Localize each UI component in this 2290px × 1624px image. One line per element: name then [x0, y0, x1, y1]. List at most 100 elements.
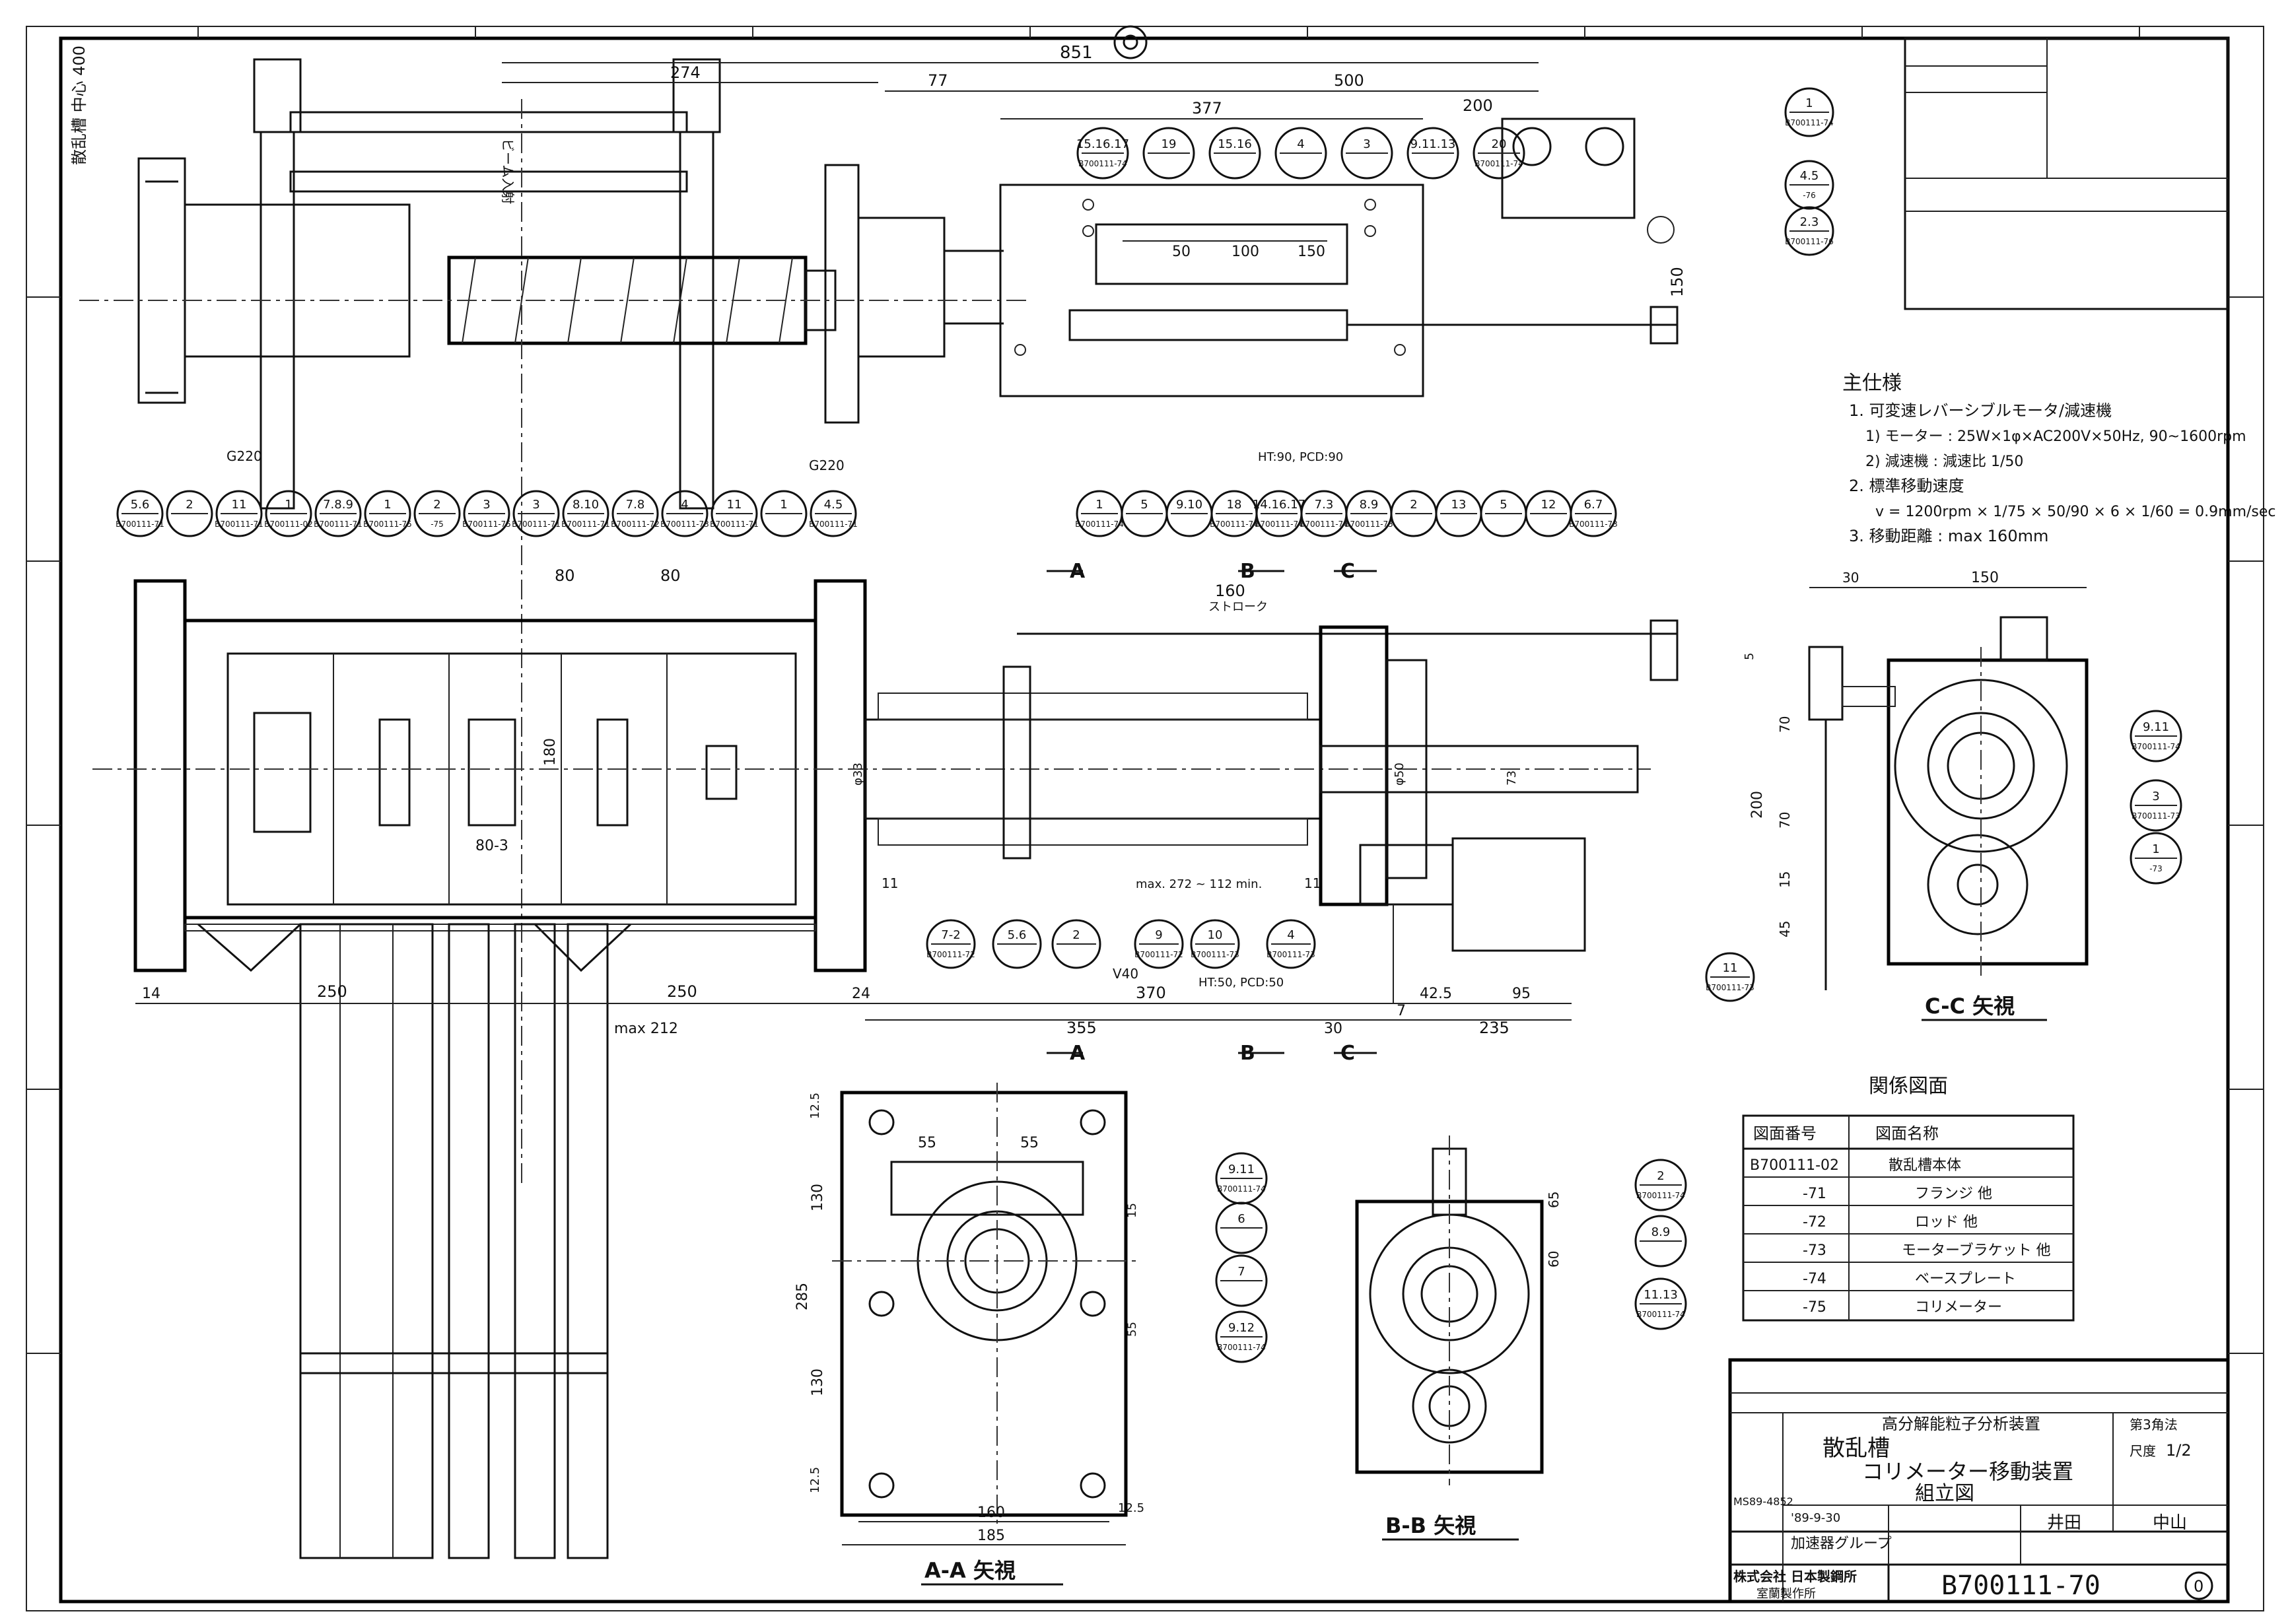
part-balloon-circle — [314, 490, 362, 537]
dim-500: 500 — [1334, 71, 1364, 90]
part-balloon-circle — [711, 490, 758, 537]
lower-frame-view — [299, 923, 609, 1559]
scale-ticks: 50 100 150 — [1172, 244, 1325, 260]
part-balloon-number: 18 — [1227, 498, 1242, 512]
part-balloon-drawing-ref: B700111-72 — [926, 950, 975, 959]
related-row-name: モーターブラケット 他 — [1902, 1242, 2051, 1259]
aa-dim-130-a: 130 — [810, 1184, 826, 1211]
section-mark-b-bottom: B — [1240, 1042, 1255, 1065]
dim-7: 7 — [1397, 1003, 1406, 1019]
part-balloon-number: 1 — [780, 498, 787, 512]
part-balloon-circle — [760, 490, 808, 537]
related-row-number: -75 — [1803, 1299, 1826, 1316]
part-balloon-drawing-ref: B700111-73 — [2132, 811, 2180, 821]
related-row-number: -71 — [1803, 1186, 1826, 1202]
part-balloon-number: 9.12 — [1228, 1321, 1255, 1335]
col-header-name: 図面名称 — [1875, 1124, 1939, 1143]
view-titles: A-A 矢視 B-B 矢視 C-C 矢視 — [921, 994, 2047, 1586]
part-balloon-number: 6.7 — [1584, 498, 1603, 512]
related-row-number: -72 — [1803, 1214, 1826, 1231]
part-balloon-drawing-ref: B700111-73 — [1569, 520, 1618, 529]
related-row-name: ロッド 他 — [1915, 1214, 1978, 1231]
part-balloon-drawing-ref: B700111-73 — [1706, 983, 1754, 992]
aa-dim-12-5-c: 12.5 — [1118, 1501, 1144, 1515]
title-group: 加速器グループ — [1791, 1536, 1892, 1552]
title-scale-label: 尺度 — [2130, 1443, 2156, 1459]
part-balloon-drawing-ref: B700111-71 — [116, 520, 164, 529]
aa-dim-285: 285 — [794, 1283, 811, 1310]
part-balloon-drawing-ref: B700111-71 — [561, 520, 610, 529]
part-balloon-number: 3 — [483, 498, 490, 512]
part-balloon-number: 11.13 — [1644, 1288, 1678, 1302]
part-balloon-circle — [611, 490, 659, 537]
part-balloon-circle — [1784, 206, 1834, 256]
part-balloon-number: 4 — [681, 498, 688, 512]
part-balloon-drawing-ref: B700111-74 — [1210, 520, 1259, 529]
aa-dim-185: 185 — [977, 1528, 1005, 1544]
part-balloon-drawing-ref: -73 — [2149, 864, 2163, 873]
aa-dim-55-a: 55 — [918, 1135, 936, 1151]
dim-d50: φ50 — [1393, 762, 1406, 786]
aa-dim-130-b: 130 — [810, 1369, 826, 1396]
part-balloon-circle — [1634, 1159, 1687, 1211]
dim-355: 355 — [1066, 1019, 1097, 1037]
dim-274: 274 — [670, 63, 701, 82]
part-balloon-number: 15.16.17 — [1076, 137, 1129, 151]
section-mark-c-top: C — [1340, 560, 1355, 583]
title-scale: 1/2 — [2166, 1441, 2192, 1460]
company-name: 株式会社 日本製鋼所 — [1733, 1569, 1857, 1584]
part-balloon-drawing-ref: B700111-71 — [710, 520, 759, 529]
cc-dim-70-a: 70 — [1777, 716, 1793, 733]
part-balloon-circle — [562, 490, 609, 537]
part-balloon-number: 19 — [1162, 137, 1177, 151]
part-balloon-number: 3 — [2152, 790, 2159, 803]
dim-250-b: 250 — [667, 982, 697, 1001]
related-row-number: B700111-02 — [1750, 1157, 1839, 1174]
dim-v40: V40 — [1113, 966, 1138, 982]
related-drawings-heading: 関係図面 — [1869, 1075, 1948, 1098]
part-balloon-number: 2.3 — [1800, 215, 1819, 229]
aa-dim-55-b: 55 — [1020, 1135, 1039, 1151]
part-balloon-circle — [1340, 127, 1393, 180]
part-balloon-number: 1 — [1095, 498, 1103, 512]
dim-370: 370 — [1136, 984, 1166, 1002]
part-balloon-circle — [1215, 1201, 1268, 1254]
part-balloon-circle — [364, 490, 411, 537]
part-balloon-number: 8.9 — [1651, 1225, 1671, 1239]
part-balloon-drawing-ref: B700111-72 — [1134, 950, 1183, 959]
part-balloon-number: 20 — [1492, 137, 1507, 151]
scale-tick-label: 150 — [1298, 244, 1325, 260]
dim-14: 14 — [142, 986, 160, 1002]
part-balloon-number: 2 — [1072, 928, 1080, 942]
dim-150-top: 150 — [1668, 267, 1686, 297]
aa-dim-12-5-a: 12.5 — [808, 1093, 822, 1119]
part-balloon-number: 15.16 — [1218, 137, 1252, 151]
top-elevation-view: 50 100 150 — [79, 58, 1679, 1188]
part-balloon-drawing-ref: B700111-74 — [1075, 520, 1124, 529]
dim-200-top: 200 — [1463, 96, 1493, 115]
dim-95: 95 — [1512, 986, 1531, 1002]
part-balloon-number: 5 — [1500, 498, 1507, 512]
dim-80-b: 80 — [660, 566, 681, 585]
part-balloon-number: 5 — [1140, 498, 1148, 512]
part-balloon-drawing-ref: B700111-73 — [1191, 950, 1239, 959]
section-mark-a-top: A — [1070, 560, 1086, 583]
sheet-frame — [26, 25, 2264, 1611]
part-balloon-circle — [1076, 127, 1129, 180]
part-balloon-circle — [1705, 952, 1755, 1002]
title-kind: 組立図 — [1915, 1482, 1974, 1505]
part-balloon-circle — [463, 490, 510, 537]
part-balloon-number: 2 — [1410, 498, 1417, 512]
bb-dim-60: 60 — [1546, 1251, 1562, 1268]
part-balloon-number: 9.10 — [1176, 498, 1202, 512]
dim-11-a: 11 — [882, 875, 898, 891]
spec-line: v = 1200rpm × 1/75 × 50/90 × 6 × 1/60 = … — [1875, 504, 2276, 520]
part-balloon-circle — [1570, 490, 1617, 537]
part-balloon-circle — [1208, 127, 1261, 180]
part-balloon-number: 9.11 — [1228, 1163, 1255, 1176]
part-balloon-drawing-ref: B700111-71 — [512, 520, 561, 529]
part-balloon-circle — [1784, 87, 1834, 137]
part-balloon-circle — [810, 490, 857, 537]
dimension-labels: 851 274 77 500 377 200 150 散乱槽 中心 400 ビー… — [70, 43, 2087, 1545]
